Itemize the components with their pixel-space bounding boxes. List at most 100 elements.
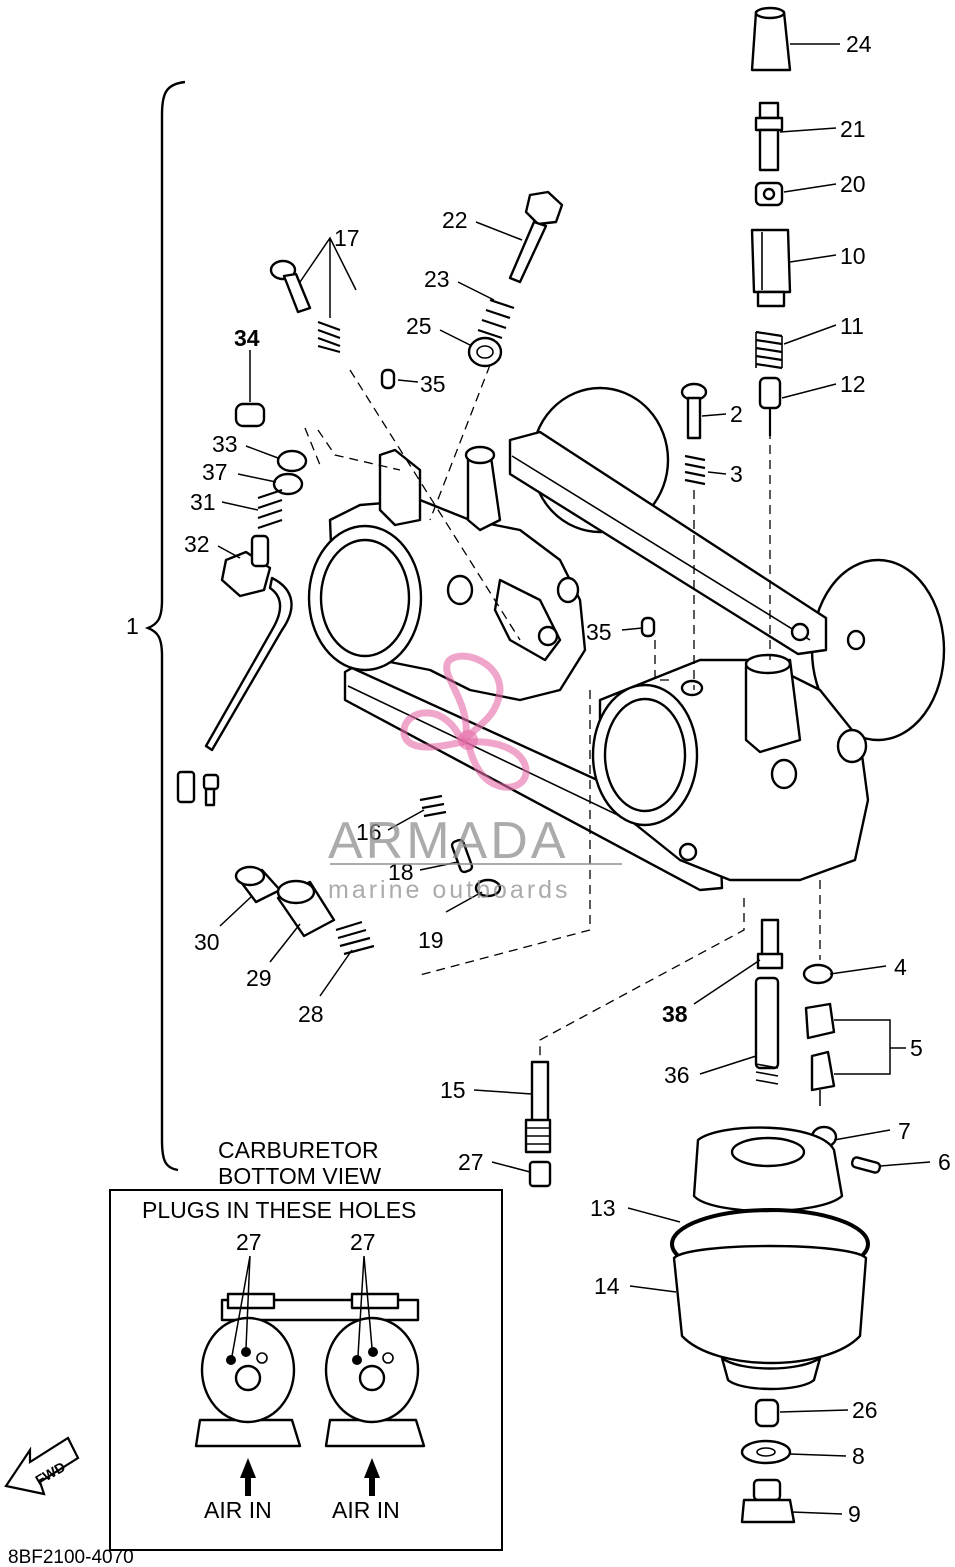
label-28: 28 [298,1001,324,1027]
part-4-washer [802,963,834,985]
part-11-spring [755,330,783,370]
label-37: 37 [202,459,228,485]
part-37-washer [272,472,304,496]
label-33: 33 [212,431,238,457]
propeller-logo-icon [400,652,530,791]
part-35-plug-upper [380,368,396,390]
inset-ref-right: 27 [350,1229,376,1255]
label-17: 17 [334,225,360,251]
drawing-code: 8BF2100-4070 [8,1547,134,1567]
leader-lines [217,43,931,1515]
label-13: 13 [590,1195,616,1221]
part-float-assembly [692,1126,844,1213]
watermark-tagline: marine outboards [328,876,571,904]
label-31: 31 [190,489,216,515]
part-34-washer [234,402,266,428]
label-27: 27 [458,1149,484,1175]
label-8: 8 [852,1443,865,1469]
part-2-screw [680,382,708,440]
part-31-spring [257,488,283,530]
plug-hole-right-b [368,1347,378,1357]
label-35-lower: 35 [586,619,612,645]
part-22-pilot-screw [508,190,564,284]
part-16-spring [419,794,447,818]
inset-title-line2: BOTTOM VIEW [218,1163,381,1189]
part-23-spring [477,298,515,340]
part-38-jet [756,918,784,970]
label-5: 5 [910,1035,923,1061]
fwd-arrow-icon [4,1436,80,1496]
label-7: 7 [898,1118,911,1144]
label-38: 38 [662,1001,688,1027]
plug-hole-right-a [352,1355,362,1365]
label-20: 20 [840,171,866,197]
label-21: 21 [840,116,866,142]
inset-title-line1: CARBURETOR [218,1137,379,1163]
part-14-float-bowl [672,1244,868,1391]
label-19: 19 [418,927,444,953]
carburetor-body [307,386,946,892]
part-9-drain-plug [740,1478,796,1524]
label-34: 34 [234,325,260,351]
label-3: 3 [730,461,743,487]
part-35-plug-lower [640,616,656,638]
label-22: 22 [442,207,468,233]
label-6: 6 [938,1149,951,1175]
inset-box-title: PLUGS IN THESE HOLES [142,1197,416,1223]
plug-hole-left-a [226,1355,236,1365]
part-10-holder [750,228,792,308]
label-1: 1 [126,613,139,639]
fwd-arrow: FWD [4,1436,80,1496]
part-5-needle-valve [804,1002,836,1106]
label-14: 14 [594,1273,620,1299]
air-in-left-label: AIR IN [204,1497,272,1523]
part-30-sleeve [234,865,282,904]
bottom-view-inset: CARBURETOR BOTTOM VIEW PLUGS IN THESE HO… [109,1137,503,1551]
label-30: 30 [194,929,220,955]
watermark-brand: ARMADA [328,812,568,870]
part-33-oring [276,449,308,473]
part-15-main-jet [524,1060,552,1154]
alignment-lines [304,364,821,1060]
part-12-needle [758,376,782,436]
part-25-oring [467,336,503,368]
part-28-spring [335,920,375,956]
label-24: 24 [846,31,872,57]
part-32-fitting-hose [176,534,293,807]
label-15: 15 [440,1077,466,1103]
label-25: 25 [406,313,432,339]
part-27-plug [528,1160,552,1188]
plug-hole-left-b [241,1347,251,1357]
label-12: 12 [840,371,866,397]
part-6-pin [850,1156,882,1174]
label-29: 29 [246,965,272,991]
label-16: 16 [356,819,382,845]
part-3-spring [684,454,706,486]
part-26-screw [754,1398,780,1428]
air-in-right-label: AIR IN [332,1497,400,1523]
air-arrow-left [240,1458,256,1496]
part-20-nut [754,181,784,207]
part-21-fitting [754,101,784,172]
part-29-sleeve [276,879,336,938]
part-labels: 24 21 20 10 11 12 2 3 22 23 25 17 35 34 … [126,31,951,1527]
air-arrow-right [364,1458,380,1496]
label-35-upper: 35 [420,371,446,397]
assembly-bracket [144,80,186,1172]
label-32: 32 [184,531,210,557]
label-4: 4 [894,954,907,980]
inset-frame [109,1189,503,1551]
watermark: ARMADA marine outboards [328,652,622,904]
part-36-needle-jet [754,976,780,1085]
part-17-screw-spring [269,259,341,354]
label-26: 26 [852,1397,878,1423]
label-2: 2 [730,401,743,427]
part-24-cap [750,6,792,72]
label-9: 9 [848,1501,861,1527]
label-23: 23 [424,266,450,292]
label-36: 36 [664,1062,690,1088]
label-10: 10 [840,243,866,269]
label-11: 11 [840,313,864,339]
part-8-washer [740,1439,792,1465]
